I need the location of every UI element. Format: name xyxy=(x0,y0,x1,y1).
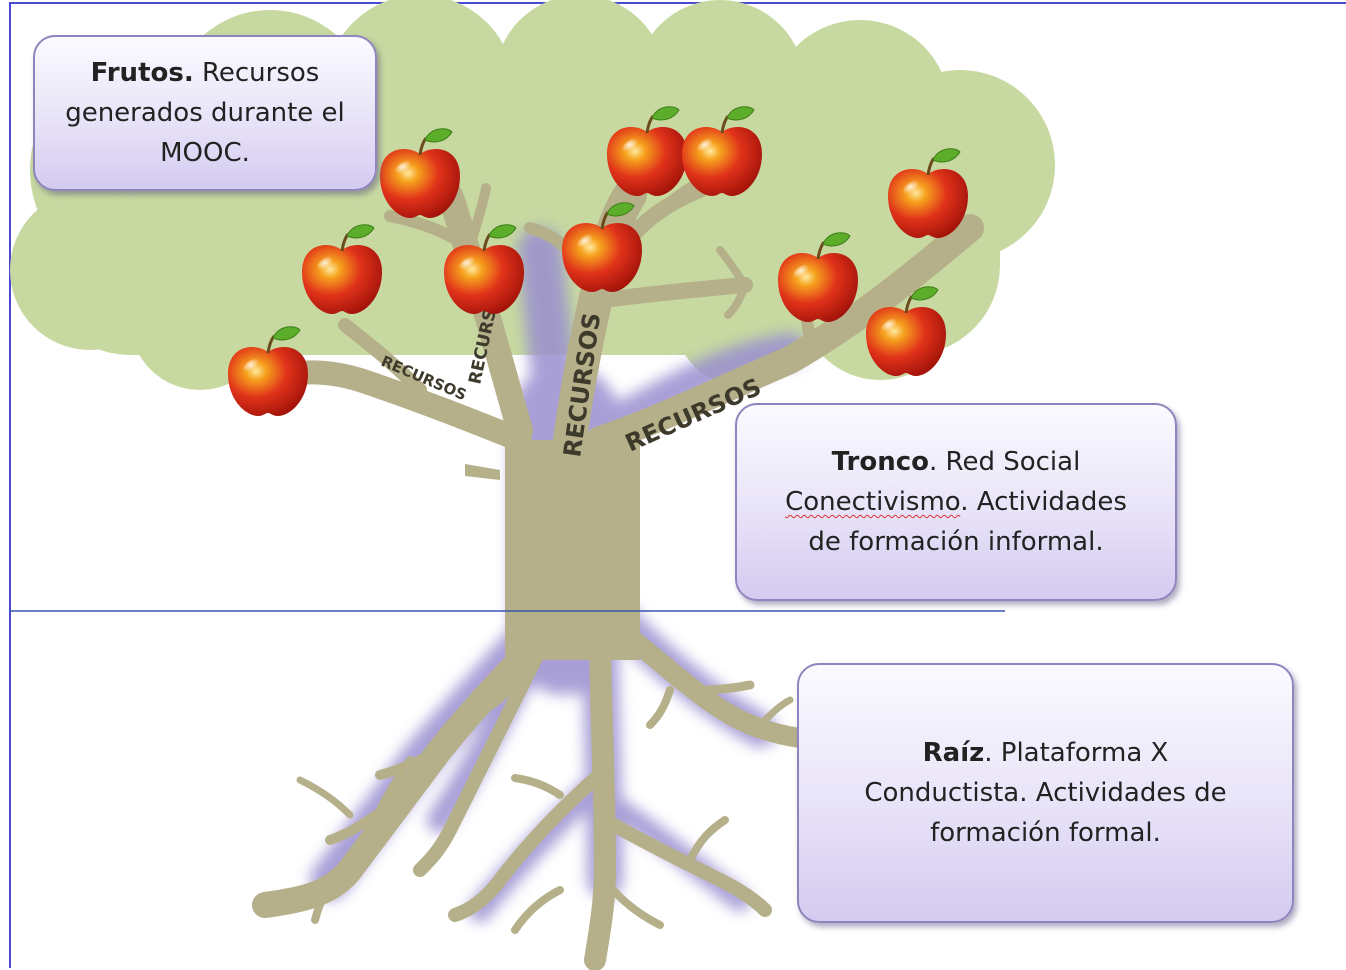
trunk-line-2-squiggle: Conectivismo xyxy=(785,487,961,517)
trunk-title: Tronco xyxy=(831,447,930,477)
fruits-label-box: Frutos. Recursos generados durante el MO… xyxy=(33,35,377,191)
trunk-stub xyxy=(465,464,500,480)
root-label-text: Raíz. Plataforma X Conductista. Activida… xyxy=(864,733,1226,853)
fruits-line-2: generados durante el xyxy=(65,98,345,128)
fruits-label-text: Frutos. Recursos generados durante el MO… xyxy=(65,53,345,173)
root-line-3: formación formal. xyxy=(930,818,1161,848)
tree-roots xyxy=(252,607,810,970)
root-line-2: Conductista. Actividades de xyxy=(864,778,1227,808)
fruits-line-1: Recursos xyxy=(193,58,320,88)
root-title: Raíz xyxy=(922,738,985,768)
root-label-box: Raíz. Plataforma X Conductista. Activida… xyxy=(797,663,1294,923)
trunk-label-text: Tronco. Red Social Conectivismo. Activid… xyxy=(785,442,1127,562)
page-border xyxy=(9,2,1346,968)
fruits-title: Frutos. xyxy=(90,58,194,88)
tree-trunk xyxy=(505,440,640,660)
fruits-line-3: MOOC. xyxy=(160,138,250,168)
root-line-1: . Plataforma X xyxy=(984,738,1169,768)
trunk-line-1: . Red Social xyxy=(929,447,1081,477)
trunk-label-box: Tronco. Red Social Conectivismo. Activid… xyxy=(735,403,1177,601)
trunk-line-2: . Actividades xyxy=(960,487,1127,517)
trunk-line-3: de formación informal. xyxy=(808,527,1104,557)
